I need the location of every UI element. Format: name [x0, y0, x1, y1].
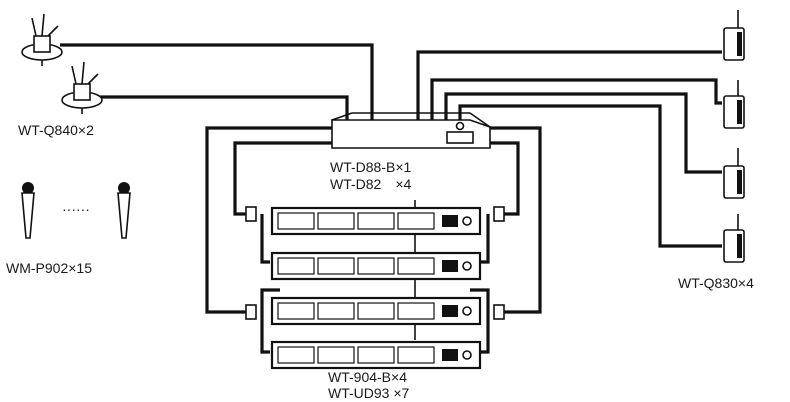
- cable-to-antenna-3: [444, 92, 722, 174]
- distributor-connector-left-2: [240, 304, 257, 320]
- label-tuner-main: WT-D88-B×1: [330, 159, 412, 175]
- handheld-mic-right: [117, 182, 131, 239]
- label-tuner-dist: WT-D82 ×4: [330, 176, 412, 192]
- cable-antenna-bottom: [100, 95, 349, 120]
- antenna-wt-q830-1: [723, 10, 745, 61]
- receiver-rack-1: [270, 206, 482, 236]
- handheld-mic-left: [21, 182, 35, 239]
- receiver-rack-3: [270, 296, 482, 326]
- cable-rack-link-right-3: [480, 312, 490, 354]
- antenna-wt-q830-3: [723, 148, 745, 199]
- distributor-connector-right-2: [493, 304, 510, 320]
- receiver-rack-4: [270, 340, 482, 370]
- main-tuner-unit: [331, 112, 491, 149]
- antenna-wt-q830-4: [723, 214, 745, 263]
- cable-loop-left-outer: [205, 126, 332, 314]
- cable-loop-right-outer: [488, 126, 542, 314]
- cable-rack-link-left-3: [260, 312, 270, 354]
- boundary-antenna-2: [61, 61, 103, 114]
- label-receiver-unit: WT-904-B×4: [328, 369, 407, 385]
- cable-rack-link-right-2: [470, 288, 490, 312]
- cable-to-antenna-4: [458, 104, 722, 248]
- cable-loop-left-inner: [233, 141, 332, 216]
- boundary-antenna-1: [21, 13, 63, 66]
- mic-ellipsis: ······: [62, 201, 90, 217]
- antenna-wt-q830-2: [723, 80, 745, 129]
- cable-rack-link-right-1: [480, 214, 490, 264]
- distributor-connector-right-1: [493, 206, 510, 222]
- label-antenna-array: WT-Q830×4: [678, 275, 754, 291]
- cable-rack-link-left-2: [260, 288, 280, 312]
- cable-antenna-top: [60, 43, 374, 120]
- cable-to-antenna-2: [430, 78, 722, 120]
- label-tuner-unit: WT-UD93 ×7: [328, 385, 410, 401]
- receiver-rack-2: [270, 251, 482, 281]
- distributor-connector-left-1: [240, 206, 257, 222]
- cable-loop-right-inner: [488, 141, 520, 216]
- label-boundary-antenna: WT-Q840×2: [18, 122, 94, 138]
- cable-rack-link-left-1: [260, 214, 270, 264]
- label-handheld-mic: WM-P902×15: [6, 260, 92, 276]
- cable-to-antenna-1: [416, 50, 722, 120]
